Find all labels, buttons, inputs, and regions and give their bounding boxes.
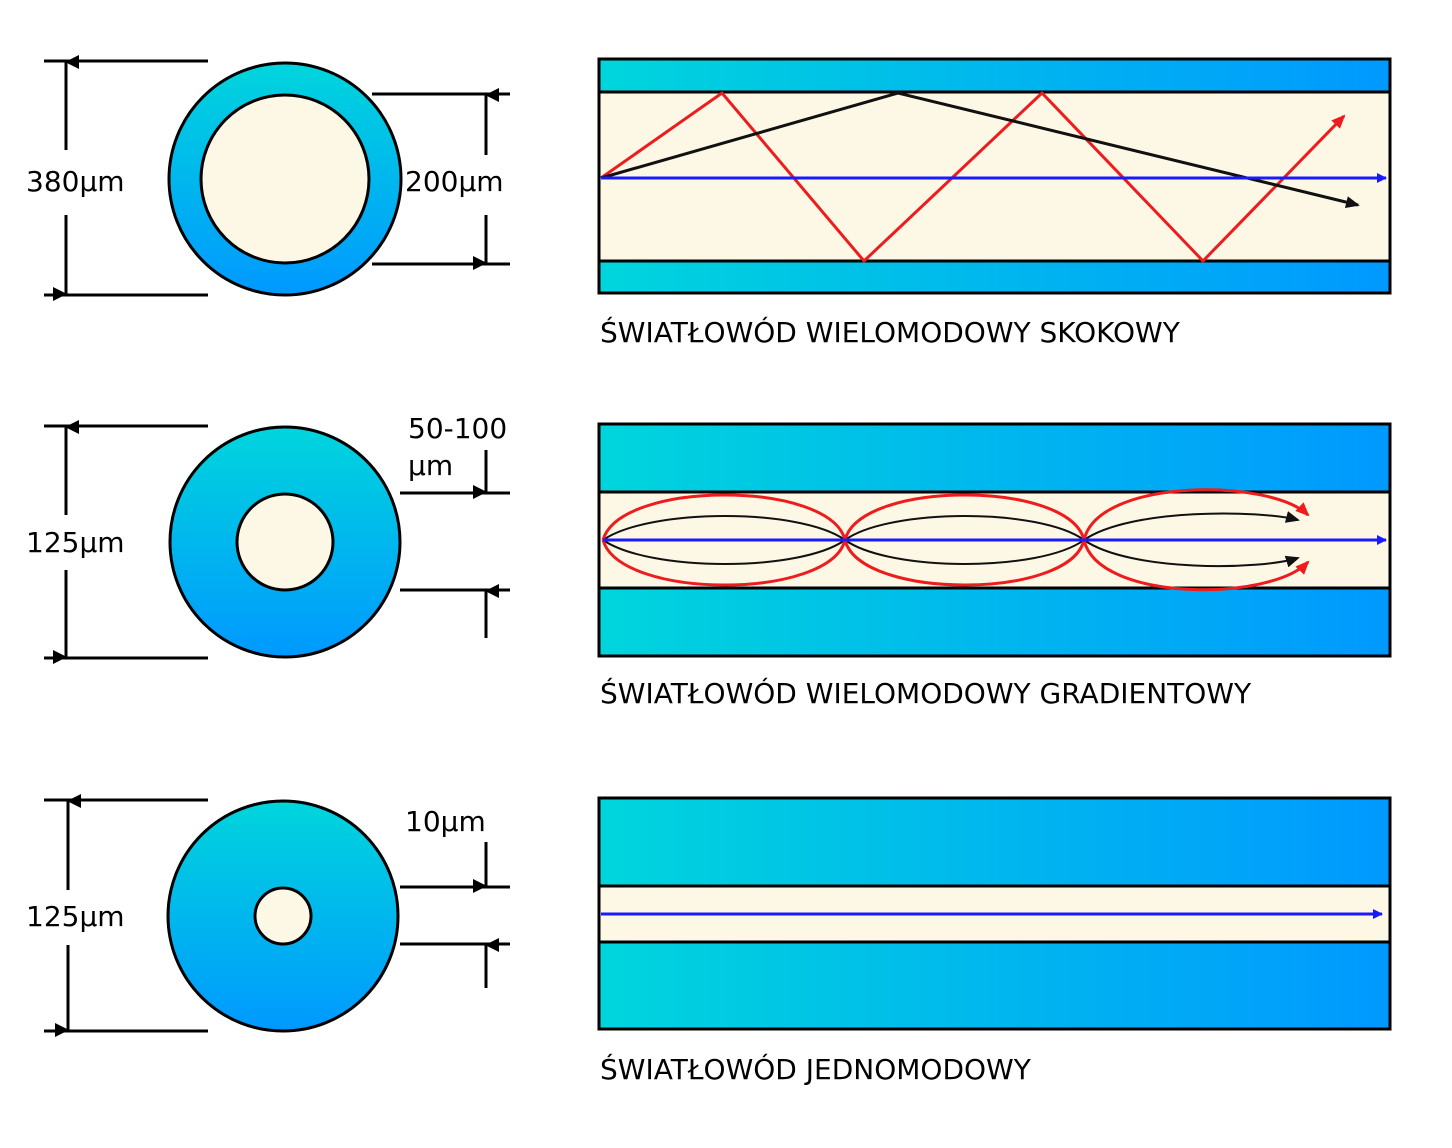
cladding-bottom bbox=[599, 588, 1390, 656]
ray-mode-black-lower bbox=[602, 538, 1300, 568]
section-single-mode: 125µm 10µm ŚWIATŁOWÓD JEDNOMODOWY bbox=[26, 794, 1392, 1086]
core-diameter-label-line2: µm bbox=[408, 449, 453, 482]
ray-mode-red-lower bbox=[601, 539, 1310, 592]
longitudinal-graded-index bbox=[597, 422, 1392, 658]
ray-mode-red-upper bbox=[601, 488, 1310, 541]
outer-diameter-label: 380µm bbox=[26, 165, 125, 198]
core-diameter-label: 200µm bbox=[405, 165, 504, 198]
cladding-top bbox=[599, 798, 1390, 886]
cross-section-step-index bbox=[167, 61, 403, 297]
longitudinal-step-index bbox=[597, 57, 1392, 295]
outer-dimension bbox=[44, 794, 208, 1037]
core-circle bbox=[199, 93, 371, 265]
caption-step-index: ŚWIATŁOWÓD WIELOMODOWY SKOKOWY bbox=[600, 315, 1181, 349]
core-circle bbox=[235, 492, 335, 592]
outer-diameter-label: 125µm bbox=[26, 526, 125, 559]
cladding-bottom bbox=[599, 261, 1390, 293]
cross-section-single-mode bbox=[166, 799, 400, 1033]
ray-oblique-black bbox=[600, 91, 1360, 208]
section-step-index: 380µm 200µm ŚWIATŁOWÓD WIELOMODOWY SKOKO… bbox=[26, 55, 1392, 349]
outer-dimension bbox=[44, 55, 208, 301]
core-diameter-label: 10µm bbox=[405, 805, 486, 838]
caption-single-mode: ŚWIATŁOWÓD JEDNOMODOWY bbox=[600, 1052, 1032, 1086]
core-dimension bbox=[400, 842, 510, 988]
outer-diameter-label: 125µm bbox=[26, 900, 125, 933]
core-circle bbox=[253, 886, 313, 946]
core-dimension bbox=[400, 450, 510, 638]
core-diameter-label-line1: 50-100 bbox=[408, 412, 507, 445]
cladding-bottom bbox=[599, 942, 1390, 1029]
longitudinal-single-mode bbox=[597, 796, 1392, 1031]
ray-mode-black-upper bbox=[602, 511, 1300, 542]
caption-graded-index: ŚWIATŁOWÓD WIELOMODOWY GRADIENTOWY bbox=[600, 676, 1252, 710]
outer-dimension bbox=[44, 420, 208, 664]
cladding-top bbox=[599, 424, 1390, 492]
cladding-top bbox=[599, 59, 1390, 92]
core-dimension bbox=[372, 88, 510, 270]
cross-section-graded-index bbox=[168, 425, 402, 659]
section-graded-index: 125µm 50-100 µm ŚWIATŁOWÓD WIELOMODOWY G… bbox=[26, 412, 1392, 710]
